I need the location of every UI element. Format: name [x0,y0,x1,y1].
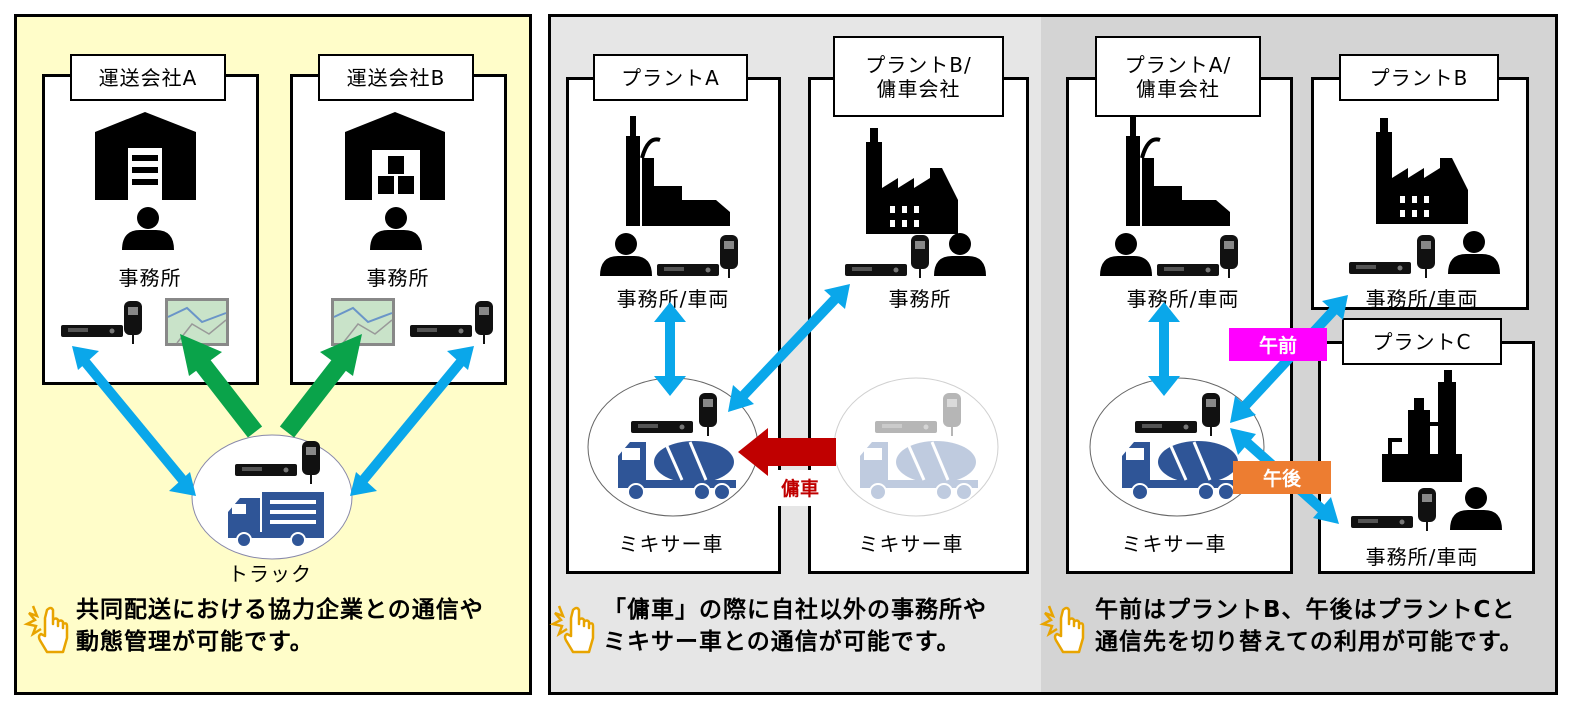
caption-mid-line2: ミキサー車との通信が可能です。 [603,629,961,655]
plant-b-label: プラントB [1339,54,1499,101]
map-screen-icon [164,297,230,347]
handheld-mic-icon [719,234,739,279]
radio-unit-icon [410,325,472,337]
radio-unit-icon [1351,516,1413,528]
plant-c-label: プラントC [1342,318,1502,365]
charter-tag: 傭車 [781,477,819,500]
blue-arrow-mid-vertical [654,302,686,396]
green-arrow-b [279,334,362,438]
blue-arrow-right-vertical [1148,302,1180,396]
office-vehicle-label-c: 事務所/車両 [1365,545,1479,569]
office-label-mid: 事務所 [888,287,952,311]
office-vehicle-label-b: 事務所/車両 [1365,287,1479,311]
person-icon [934,233,986,276]
plant-a-label-line2: 傭車会社 [1136,76,1220,101]
plant-a-charter-label: プラントA/ 傭車会社 [1095,36,1261,117]
radio-unit-icon [845,264,907,276]
person-icon [122,207,174,250]
company-a-label: 運送会社A [70,54,226,101]
truck-icon [228,492,324,548]
caption-right-line2: 通信先を切り替えての利用が可能です。 [1095,629,1524,655]
mixer-label-1: ミキサー車 [618,532,724,556]
caption-left-line1: 共同配送における協力企業との通信や [76,597,484,623]
blue-arrow-mid-diagonal [728,284,850,412]
blue-arrow-left-a [72,346,196,496]
person-icon [600,233,652,276]
caption-left-line2: 動態管理が可能です。 [76,629,314,655]
person-icon [1450,487,1502,530]
caption-right-line1: 午前はプラントB、午後はプラントCと [1095,597,1516,623]
handheld-mic-icon [474,300,494,345]
company-b-label: 運送会社B [318,54,474,101]
plant-b-charter-label: プラントB/ 傭車会社 [833,36,1004,117]
factory-icon [1124,114,1232,228]
handheld-mic-icon [1417,487,1437,532]
person-icon [1100,233,1152,276]
plant-b-label-line2: 傭車会社 [876,76,961,101]
truck-label: トラック [228,562,312,586]
office-vehicle-label-a: 事務所/車両 [1126,287,1240,311]
factory-icon [1376,118,1468,224]
factory-icon [866,128,958,234]
handheld-mic-icon [910,234,930,279]
radio-unit-icon [1135,421,1197,433]
plant-b-label-line1: プラントB/ [865,52,972,77]
mixer-label-2: ミキサー車 [858,532,964,556]
mixer-label-right: ミキサー車 [1121,532,1227,556]
radio-unit-icon [61,325,123,337]
factory-icon [624,114,732,228]
radio-unit-icon [1157,264,1219,276]
pm-tag: 午後 [1233,461,1331,494]
radio-unit-icon [657,264,719,276]
green-arrow-a [180,334,263,438]
warehouse-icon [95,112,196,200]
office-a-label: 事務所 [118,266,182,290]
handheld-mic-icon [1416,234,1436,279]
office-b-label: 事務所 [366,266,430,290]
charter-mixer-node [833,377,999,517]
plant-b-charter-box [808,77,1029,574]
tap-hand-icon [25,604,69,654]
caption-mid-line1: 「傭車」の際に自社以外の事務所や [603,597,987,623]
radio-unit-icon [631,421,693,433]
tap-hand-icon [551,604,595,654]
charter-arrow [738,428,836,476]
warehouse-icon [345,112,445,200]
am-tag: 午前 [1229,328,1327,361]
radio-unit-icon [235,464,297,476]
map-screen-icon [330,297,396,347]
radio-unit-icon [1349,262,1411,274]
handheld-mic-icon [123,300,143,345]
person-icon [1448,231,1500,274]
charter-tag-bg [772,470,830,506]
plant-a-label: プラントA [593,54,748,101]
plant-a-label-line1: プラントA/ [1124,52,1232,77]
blue-arrow-left-b [350,346,474,496]
handheld-mic-icon [1219,234,1239,279]
refinery-icon [1382,370,1462,482]
tap-hand-icon [1041,604,1085,654]
person-icon [370,207,422,250]
